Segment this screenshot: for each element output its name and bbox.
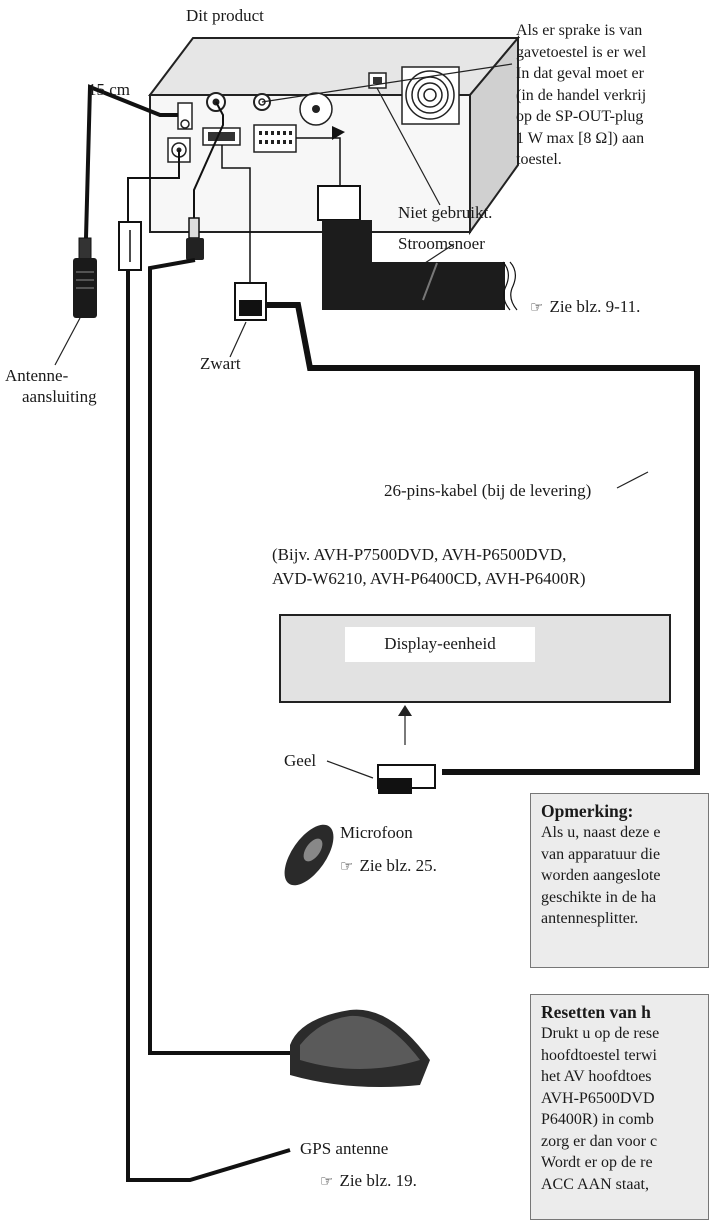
note-line: antennesplitter. bbox=[541, 910, 639, 927]
note-line: van apparatuur die bbox=[541, 845, 661, 863]
reset-line: P6400R) in comb bbox=[541, 1111, 654, 1128]
leader-lines bbox=[54, 63, 649, 779]
antenna-connection-label-line1: Antenne- bbox=[5, 366, 69, 385]
reset-line: het AV hoofdtoes bbox=[541, 1068, 652, 1085]
gps-antenna-label: GPS antenne bbox=[300, 1139, 389, 1158]
note-line: worden aangeslote bbox=[541, 867, 661, 884]
note-title: Opmerking: bbox=[541, 801, 634, 821]
reset-line: AVH-P6500DVD bbox=[541, 1089, 655, 1107]
speaker-note-line: toestel. bbox=[516, 151, 562, 168]
yellow-connector-label: Geel bbox=[284, 751, 317, 770]
reset-line: zorg er dan voor c bbox=[541, 1132, 658, 1150]
reset-line: Wordt er op de re bbox=[541, 1154, 653, 1171]
note-line: Als u, naast deze e bbox=[541, 824, 661, 841]
reset-line: Drukt u op de rese bbox=[541, 1025, 660, 1042]
hand-pointer-icon: ☞ bbox=[320, 1172, 334, 1190]
product-label: Dit product bbox=[186, 6, 264, 25]
microphone-cable bbox=[148, 101, 290, 1055]
speaker-note-line: (in de handel verkrij bbox=[516, 86, 647, 104]
gps-antenna-ref: ☞ Zie blz. 19. bbox=[320, 1171, 417, 1191]
power-cord-label: Stroomsnoer bbox=[398, 234, 485, 253]
antenna-cable bbox=[73, 84, 178, 318]
antenna-connection-label-line2: aansluiting bbox=[22, 387, 97, 406]
display-unit bbox=[279, 614, 671, 703]
hand-pointer-icon: ☞ bbox=[340, 857, 354, 875]
speaker-note-line: Als er sprake is van bbox=[516, 22, 643, 39]
reset-box: Resetten van h Drukt u op de rese hoofdt… bbox=[530, 994, 709, 1220]
hand-pointer-icon: ☞ bbox=[530, 298, 544, 316]
reset-line: ACC AAN staat, bbox=[541, 1175, 649, 1193]
note-box: Opmerking: Als u, naast deze e van appar… bbox=[530, 793, 709, 968]
gps-antenna-icon bbox=[290, 1009, 430, 1088]
microphone-ref-text: Zie blz. 25. bbox=[359, 856, 437, 875]
speaker-note-line: 1 W max [8 Ω]) aan bbox=[516, 129, 645, 147]
models-line1: (Bijv. AVH-P7500DVD, AVH-P6500DVD, bbox=[272, 545, 567, 564]
microphone-label: Microfoon bbox=[340, 823, 413, 842]
speaker-note-line: In dat geval moet er bbox=[516, 65, 644, 82]
display-unit-label: Display-eenheid bbox=[384, 634, 496, 653]
note-line: geschikte in de ha bbox=[541, 888, 657, 906]
reset-line: hoofdtoestel terwi bbox=[541, 1046, 657, 1064]
cable-length-label: 15 cm bbox=[88, 80, 131, 99]
speaker-note-line: op de SP-OUT-plug bbox=[516, 108, 644, 125]
product-unit bbox=[147, 35, 521, 236]
reset-title: Resetten van h bbox=[541, 1002, 651, 1022]
microphone-icon bbox=[284, 824, 334, 886]
not-used-label: Niet gebruikt. bbox=[398, 203, 493, 222]
gps-antenna-ref-text: Zie blz. 19. bbox=[339, 1171, 417, 1190]
microphone-ref: ☞ Zie blz. 25. bbox=[340, 856, 437, 876]
black-connector-label: Zwart bbox=[200, 354, 241, 373]
cable26-label: 26-pins-kabel (bij de levering) bbox=[384, 481, 592, 500]
speaker-note-line: gavetoestel is er wel bbox=[516, 43, 647, 61]
speaker-note: Als er sprake is van gavetoestel is er w… bbox=[516, 20, 646, 171]
power-cord bbox=[296, 126, 518, 311]
power-cord-ref: ☞ Zie blz. 9-11. bbox=[530, 297, 640, 317]
gps-cable bbox=[118, 150, 291, 1182]
models-line2: AVD-W6210, AVH-P6400CD, AVH-P6400R) bbox=[272, 569, 586, 588]
pin26-cable bbox=[221, 145, 700, 794]
power-cord-ref-text: Zie blz. 9-11. bbox=[549, 297, 641, 316]
